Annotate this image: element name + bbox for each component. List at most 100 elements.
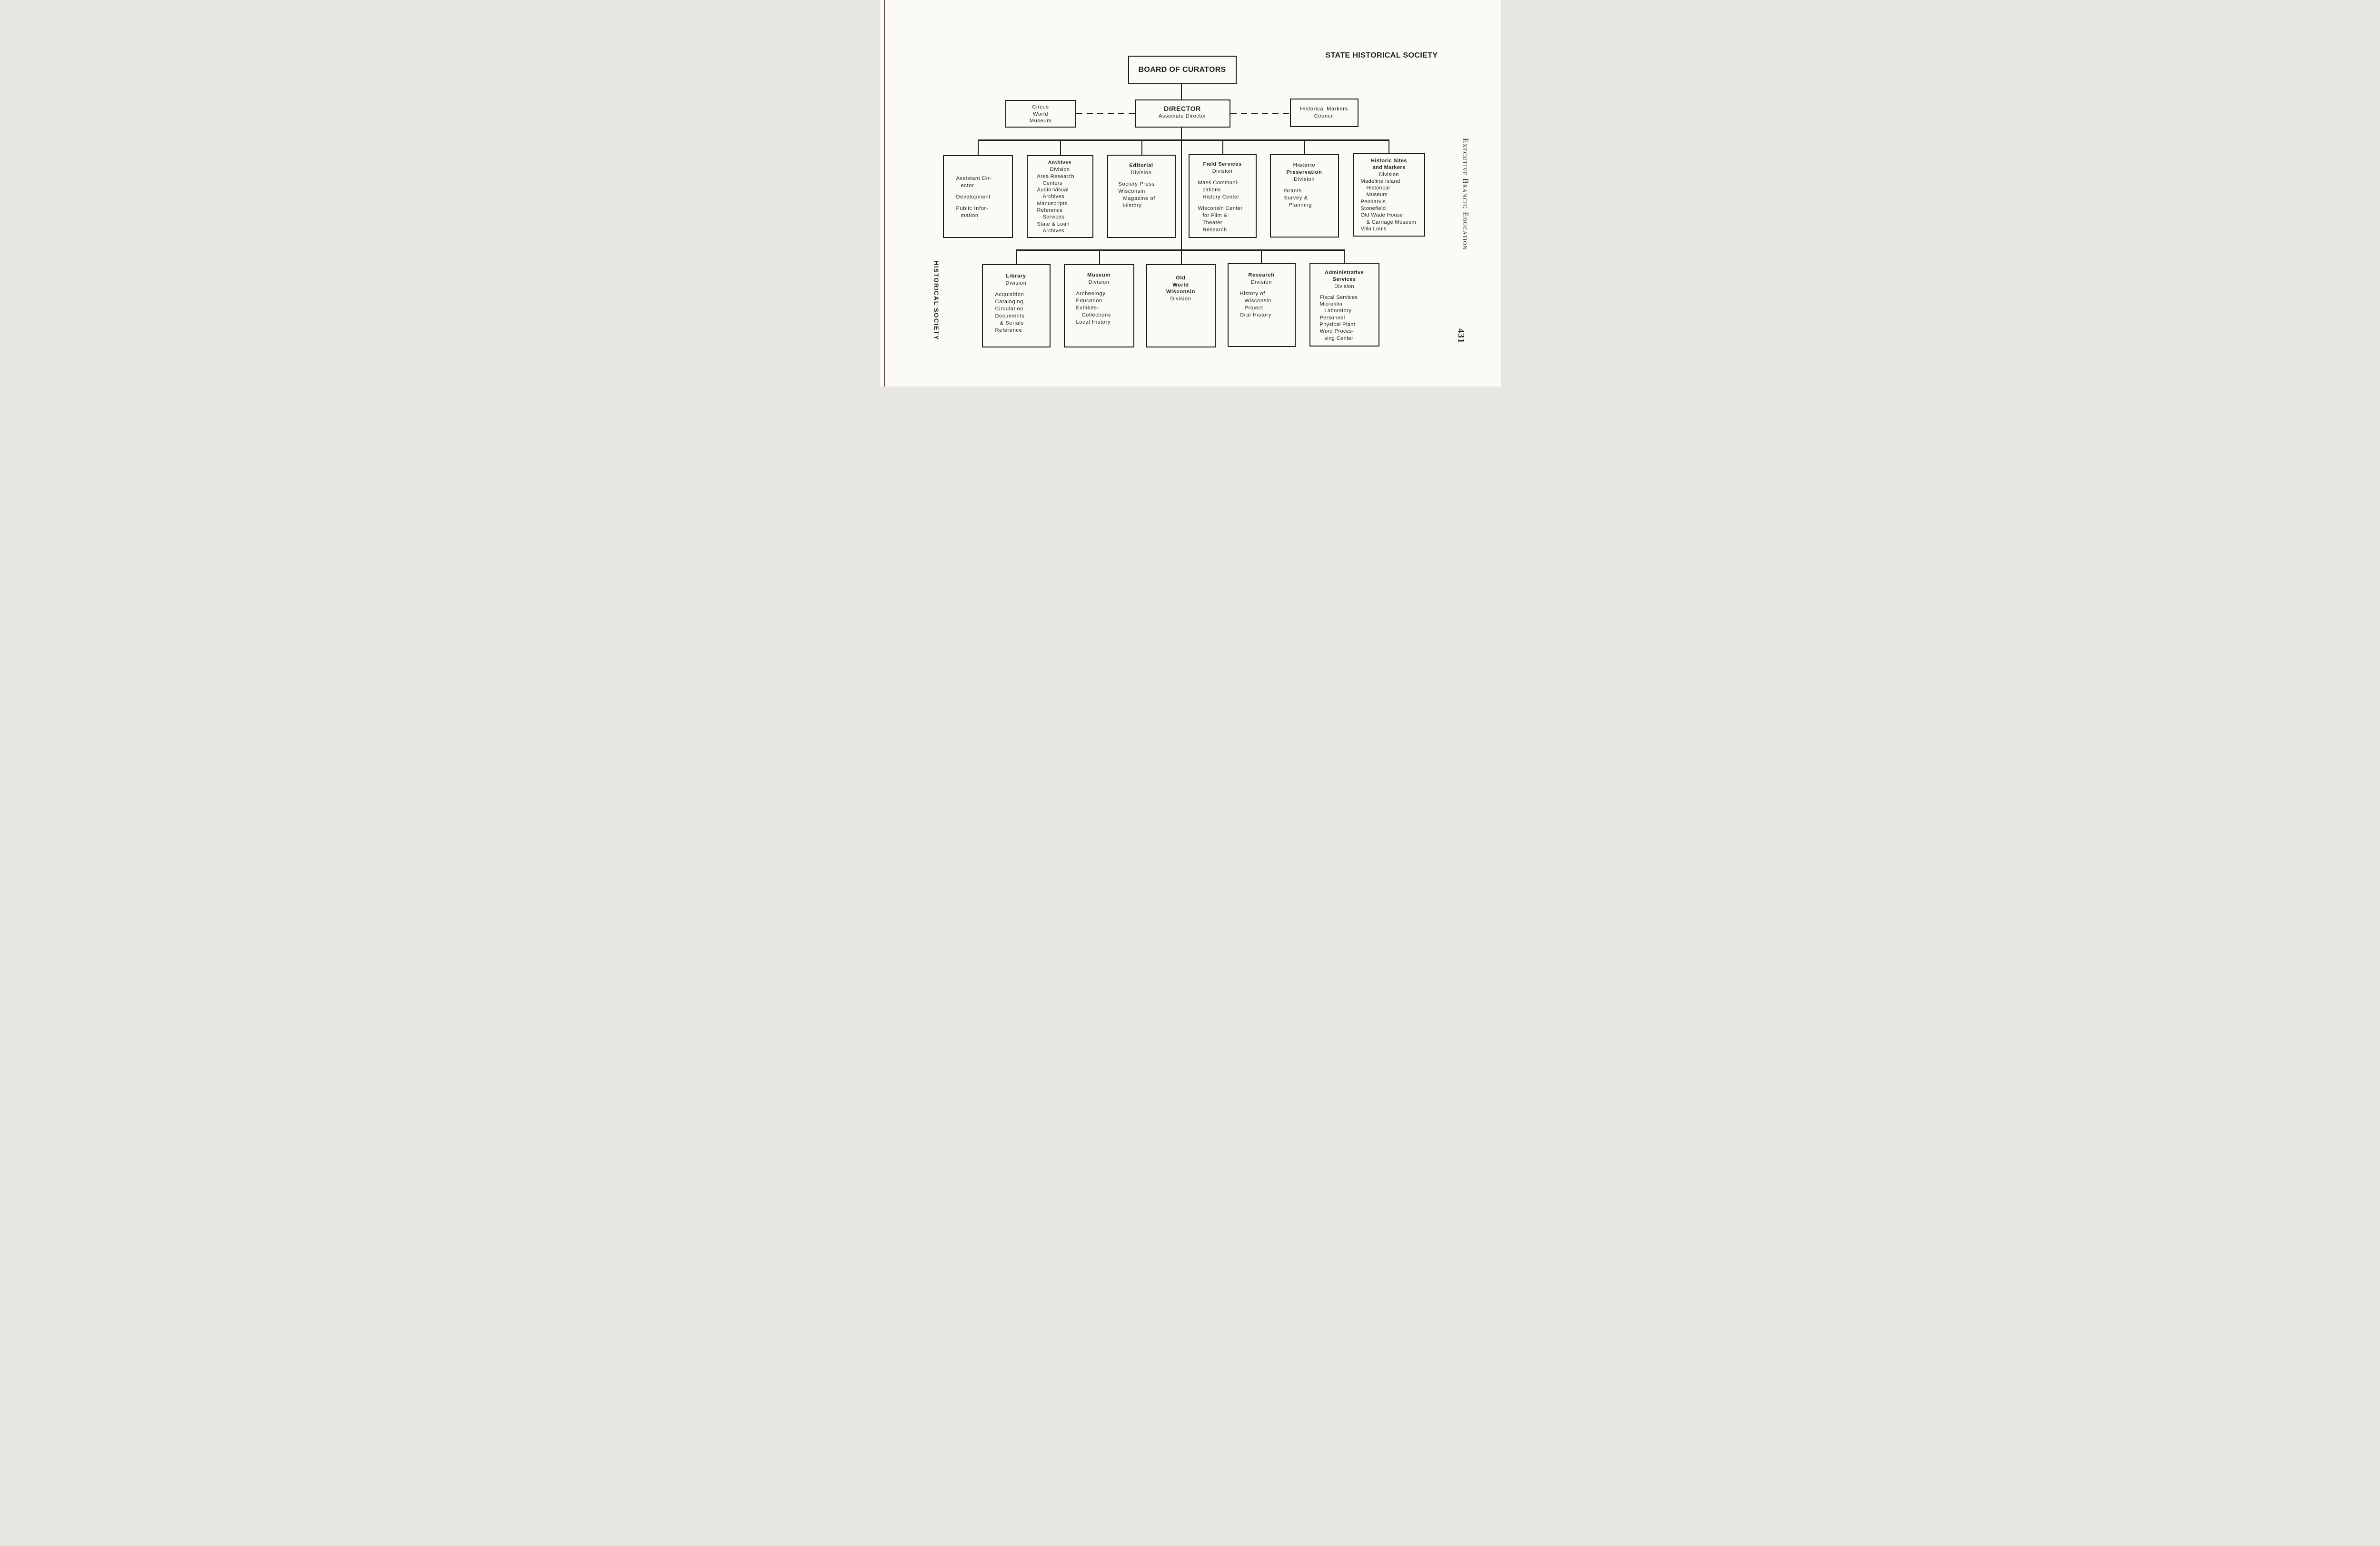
box-line: Preservation: [1286, 169, 1322, 175]
box-line: Manuscripts: [1037, 200, 1068, 207]
box-line: Reference: [1037, 208, 1063, 214]
box-line: Wisconsin: [1244, 298, 1271, 304]
box-line: Museum: [1366, 192, 1388, 198]
box-line: World: [1172, 282, 1189, 288]
box-line: Division: [1379, 171, 1399, 178]
connector-drop-library: [1016, 249, 1017, 264]
box-line-spacer: [1229, 286, 1295, 290]
connector-director-spine: [1180, 128, 1182, 264]
box-line: Library: [1006, 273, 1026, 279]
box-line: & Carriage Museum: [1366, 219, 1417, 225]
org-box-director: DIRECTOR Associate Director: [1134, 99, 1230, 128]
box-line: Wisconsin: [1118, 188, 1145, 194]
box-line: Planning: [1289, 202, 1312, 208]
box-line: Reference: [995, 327, 1022, 333]
box-line: Stonefield: [1360, 206, 1386, 212]
connector-row2-bar: [1016, 249, 1345, 251]
box-line: History Center: [1202, 194, 1240, 200]
box-line: Museum: [1087, 272, 1111, 278]
box-line-spacer: [983, 287, 1050, 291]
box-line: Madeline Island: [1360, 178, 1400, 184]
box-line: Collections: [1081, 312, 1111, 318]
page-gutter-line: [883, 0, 885, 386]
box-line: Area Research: [1037, 173, 1075, 179]
connector-drop-historic-sites: [1388, 139, 1389, 153]
connector-dashed-circus: [1076, 113, 1135, 114]
box-line: Villa Louis: [1360, 226, 1387, 232]
box-line: cations: [1202, 187, 1221, 193]
box-line: Archives: [1042, 228, 1064, 234]
box-line: & Serials: [1000, 320, 1024, 326]
box-line: and Markers: [1372, 165, 1406, 171]
box-line: mation: [961, 213, 979, 218]
connector-drop-museum: [1099, 249, 1100, 264]
box-line: Circulation: [995, 306, 1024, 312]
box-line: Audio-Visual: [1037, 187, 1069, 193]
box-line: Division: [1088, 279, 1110, 285]
box-line: Division: [1050, 167, 1070, 173]
box-line: Archives: [1042, 194, 1064, 200]
box-line: Laboratory: [1324, 308, 1352, 314]
box-line: Historic: [1293, 162, 1316, 168]
box-line: Council: [1314, 113, 1334, 119]
box-line: ector: [961, 183, 974, 188]
box-line: Division: [1170, 296, 1191, 302]
box-line: Services: [1042, 214, 1064, 220]
page-title: STATE HISTORICAL SOCIETY: [1325, 51, 1438, 59]
box-line: Editorial: [1129, 163, 1153, 168]
box-line: Historical Markers: [1300, 106, 1348, 112]
box-line: Division: [1334, 283, 1354, 289]
connector-drop-historic-preservation: [1304, 139, 1305, 154]
connector-row1-bar: [977, 139, 1389, 141]
box-line: Exhibits-: [1076, 305, 1099, 311]
box-line: Division: [1130, 170, 1152, 176]
connector-drop-administrative-services: [1343, 249, 1345, 263]
box-line: for Film &: [1202, 213, 1228, 218]
box-line: Research: [1202, 227, 1227, 233]
box-line: Fiscal Services: [1319, 294, 1358, 300]
box-line: Society Press: [1118, 181, 1155, 187]
director-subtitle: Associate Director: [1158, 113, 1207, 119]
box-line: Circus: [1032, 104, 1049, 110]
box-line: Local History: [1076, 319, 1111, 325]
side-label-historical-society: HISTORICAL SOCIETY: [932, 261, 940, 340]
box-line: Old: [1176, 275, 1186, 281]
box-line: Physical Plant: [1319, 322, 1356, 328]
box-line: Division: [1212, 168, 1233, 174]
box-line: Archives: [1048, 160, 1072, 166]
box-line: Theater: [1202, 220, 1222, 226]
page-number: 431: [1456, 328, 1466, 344]
box-line: Education: [1076, 298, 1102, 304]
box-line: Magazine of: [1123, 196, 1156, 201]
box-line: Grants: [1284, 188, 1302, 194]
box-line: Historical: [1366, 185, 1390, 191]
box-line: World: [1032, 111, 1049, 117]
box-line: Wisconsin: [1166, 289, 1196, 295]
box-line: Division: [1250, 279, 1272, 285]
box-line: Personnel: [1319, 315, 1345, 321]
box-line: Public Infor-: [956, 206, 989, 211]
box-line: Field Services: [1203, 161, 1242, 167]
box-line-spacer: [944, 189, 1012, 194]
board-of-curators-label: BOARD OF CURATORS: [1138, 66, 1226, 74]
